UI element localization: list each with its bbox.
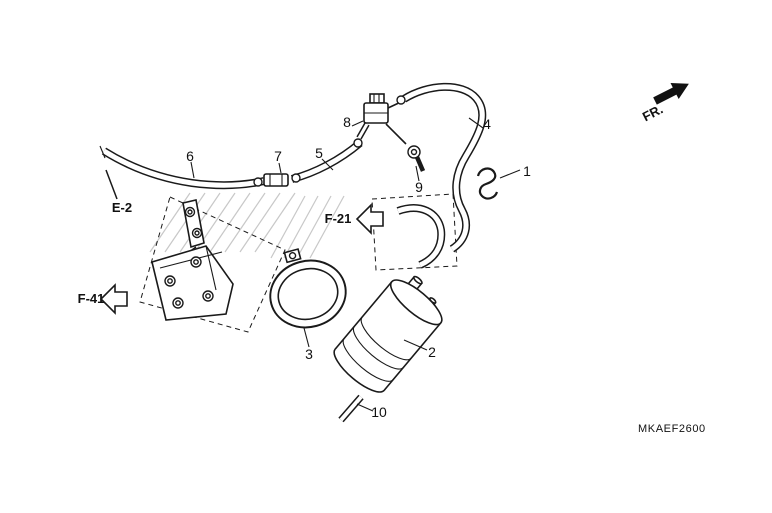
leader-lines bbox=[105, 117, 521, 412]
joint-7-drawing bbox=[253, 173, 301, 187]
hose-6-drawing bbox=[99, 145, 265, 190]
callout-9: 9 bbox=[415, 179, 423, 195]
fr-direction-label: FR. bbox=[640, 101, 665, 124]
fr-direction-indicator: FR. bbox=[640, 82, 689, 124]
bracket-dashed-outline bbox=[139, 196, 286, 333]
fr-arrow-icon bbox=[653, 82, 689, 105]
hose-4-drawing bbox=[401, 82, 487, 253]
callout-8: 8 bbox=[343, 114, 351, 130]
diagram-code: MKAEF2600 bbox=[638, 423, 706, 435]
canister-2-drawing bbox=[333, 275, 443, 393]
ref-f21-arrow-icon bbox=[355, 203, 384, 235]
ref-e2-label: E-2 bbox=[112, 200, 132, 215]
band-3-drawing bbox=[269, 248, 347, 329]
ref-f41-arrow-icon bbox=[99, 283, 128, 315]
bolt-9-drawing bbox=[407, 145, 426, 172]
callout-6: 6 bbox=[186, 148, 194, 164]
callout-5: 5 bbox=[315, 145, 323, 161]
callout-2: 2 bbox=[428, 344, 436, 360]
callout-3: 3 bbox=[305, 346, 313, 362]
bracket-assembly-drawing bbox=[151, 199, 234, 321]
clip-1-drawing bbox=[476, 167, 499, 200]
valve-8-drawing bbox=[353, 93, 407, 148]
callout-4: 4 bbox=[483, 116, 491, 132]
f21-hose-drawing bbox=[396, 204, 446, 269]
hose-5-drawing bbox=[290, 139, 363, 183]
tube-10-drawing bbox=[338, 394, 364, 423]
callout-1: 1 bbox=[523, 163, 531, 179]
ref-f41-label: F-41 bbox=[78, 291, 105, 306]
hatch-lines bbox=[149, 192, 345, 259]
callout-7: 7 bbox=[274, 148, 282, 164]
callout-10: 10 bbox=[371, 404, 387, 420]
f21-dashed-outline bbox=[371, 193, 458, 271]
ref-f21-label: F-21 bbox=[325, 211, 352, 226]
